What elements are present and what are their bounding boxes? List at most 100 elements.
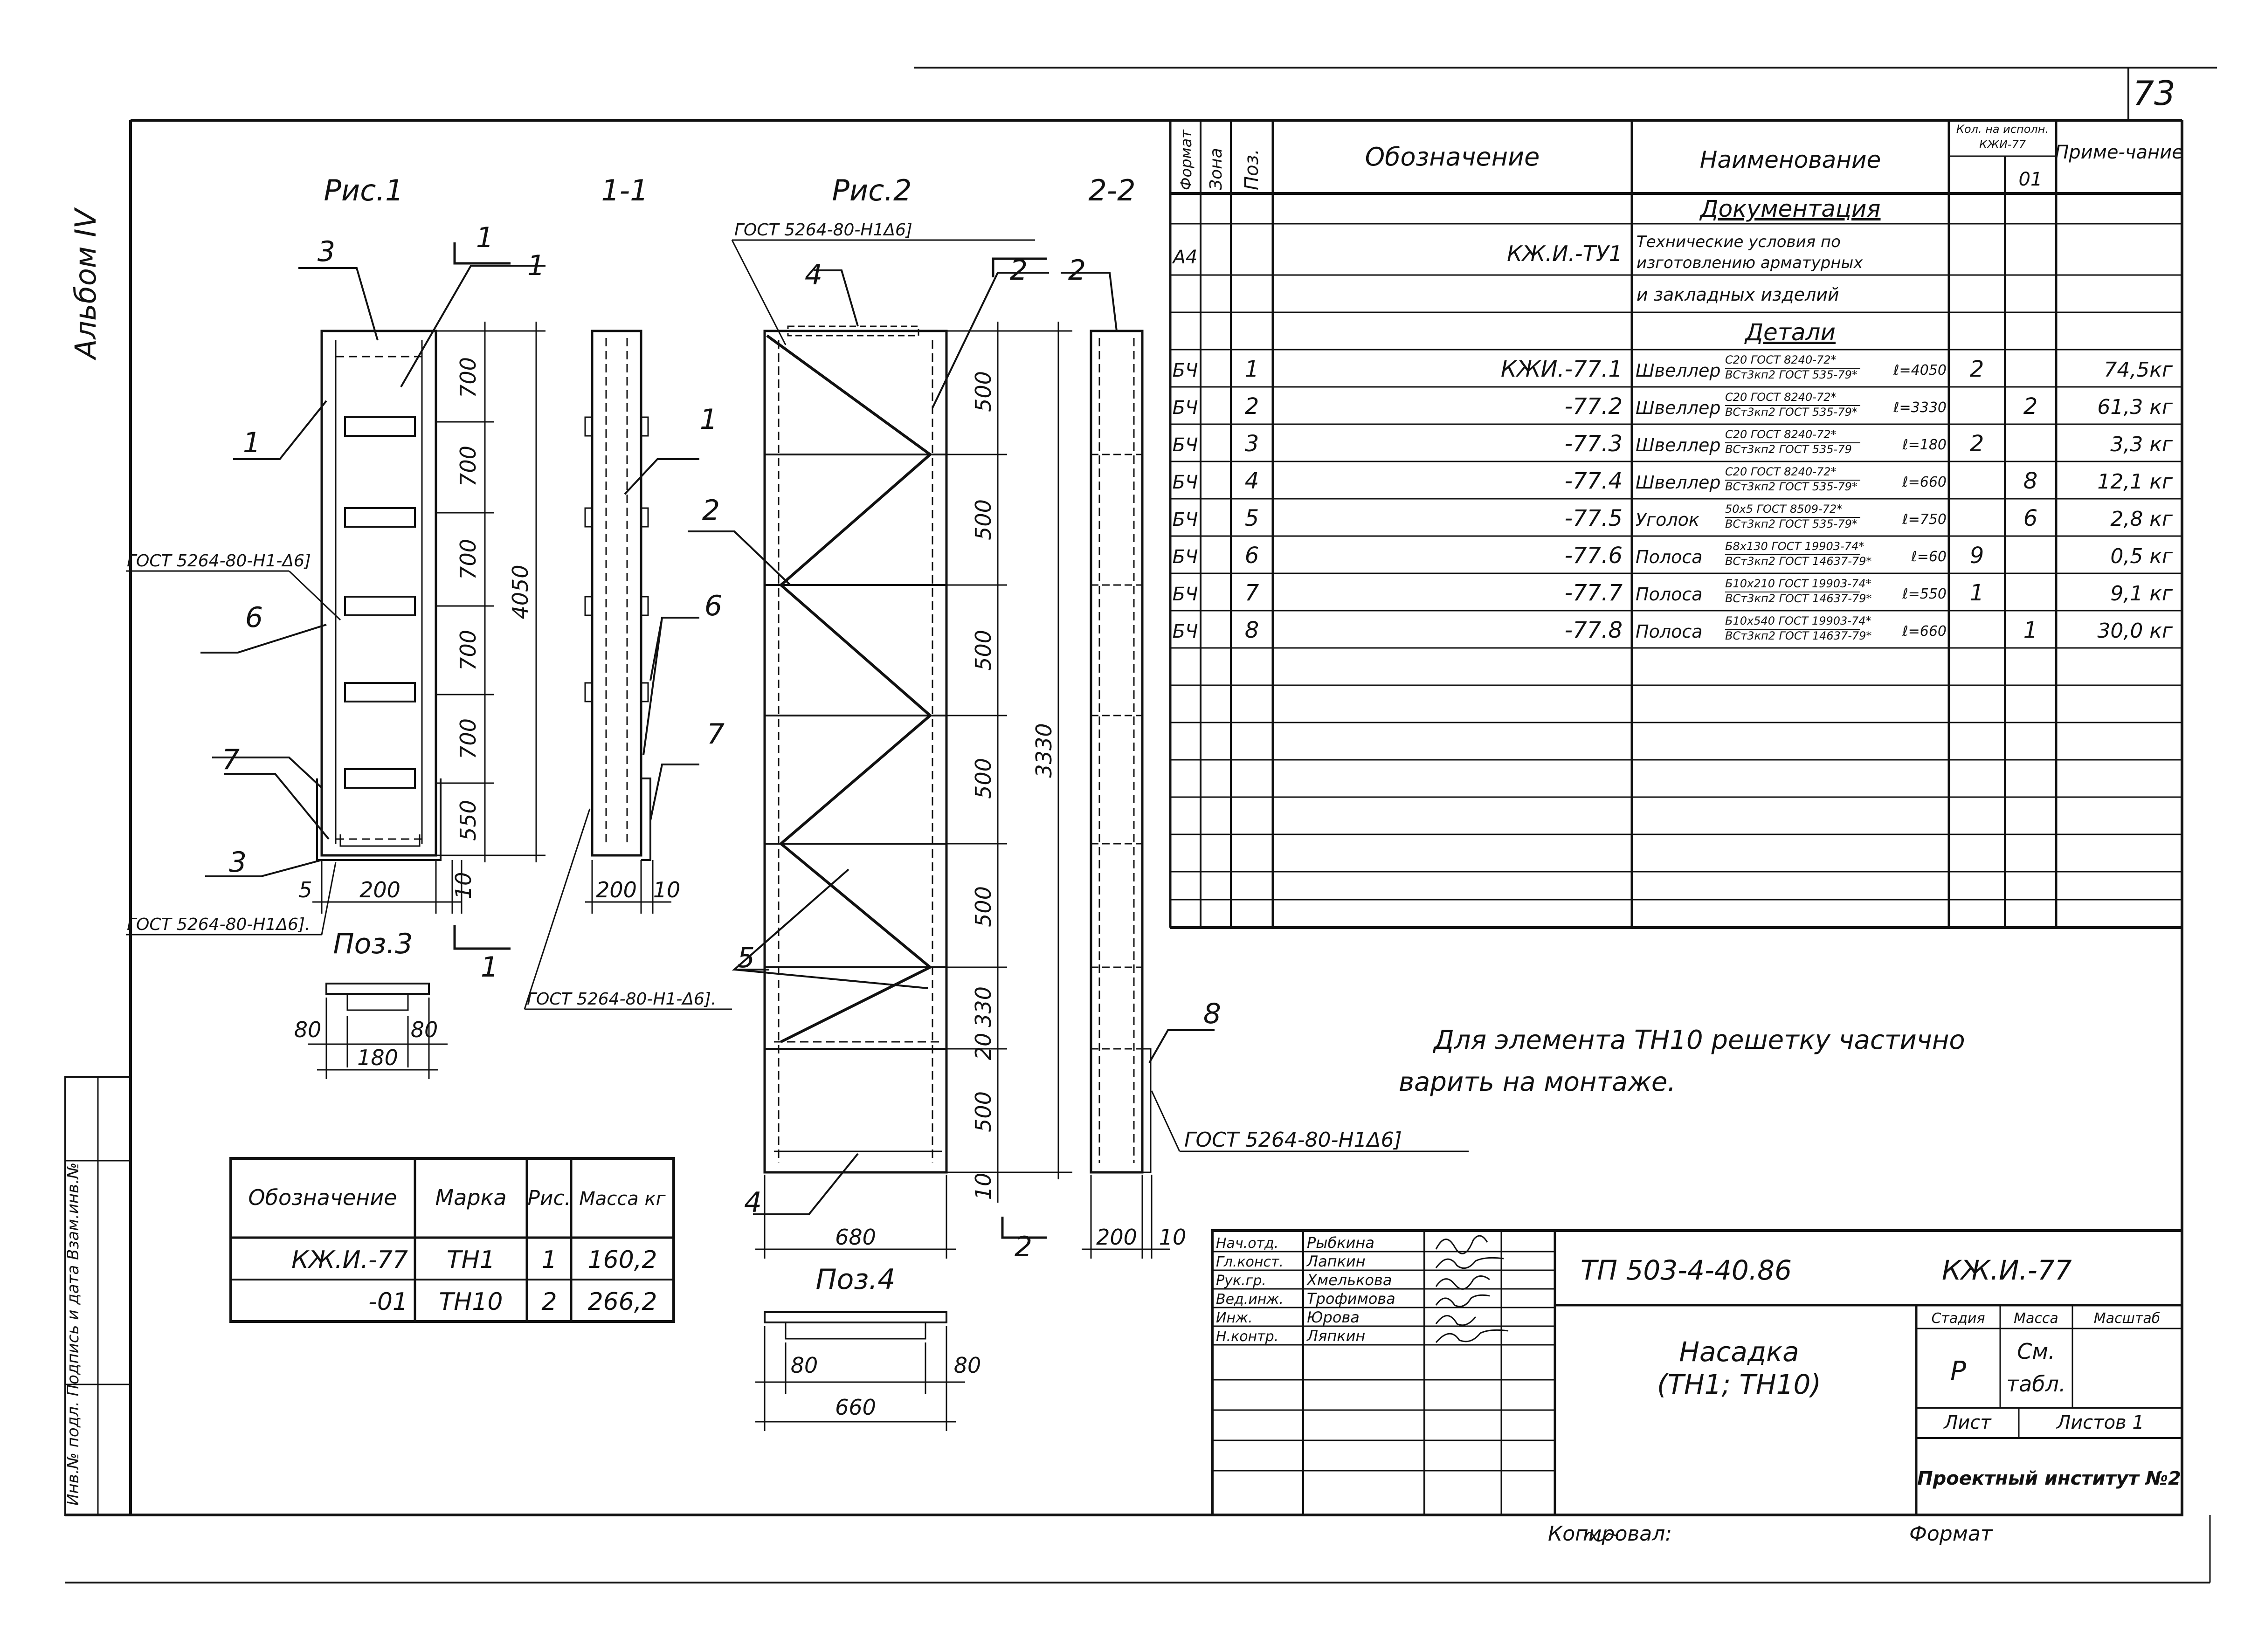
fig1-dim-700-3: 700 bbox=[456, 539, 481, 580]
spec-table-grid bbox=[1169, 120, 2182, 929]
sec11-pos6-label: 6 bbox=[704, 590, 722, 622]
fig1-width-200: 200 bbox=[359, 877, 401, 902]
spec-header-note: Приме-чание bbox=[2055, 142, 2183, 163]
title-block-roles: Нач.отд.РыбкинаГл.конст.ЛапкинРук.гр.Хме… bbox=[1216, 1234, 1395, 1345]
cut-1-bottom-label: 1 bbox=[481, 951, 498, 984]
mass-row-2-designation: -01 bbox=[368, 1288, 408, 1316]
spec-row-designation: -77.4 bbox=[1565, 468, 1623, 494]
spec-row-name: Полоса bbox=[1636, 584, 1703, 605]
spec-row-format: БЧ bbox=[1173, 397, 1198, 419]
fig2-pos4-label: 4 bbox=[805, 259, 822, 291]
pos4-dim-right: 80 bbox=[954, 1353, 981, 1378]
fig2-pos2-label-top: 2 bbox=[1068, 254, 1086, 287]
fig1-pos3-label-bottom: 3 bbox=[229, 846, 247, 879]
doc-row-name-3: и закладных изделий bbox=[1637, 284, 1839, 305]
fig2-title: Рис.2 bbox=[832, 173, 912, 207]
sec11-pos1-label: 1 bbox=[700, 403, 718, 436]
fig1-gap-10: 10 bbox=[451, 872, 476, 900]
spec-row-note: 3,3 кг bbox=[2110, 433, 2173, 456]
spec-row-length: ℓ=4050 bbox=[1893, 362, 1947, 379]
fig1-title: Рис.1 bbox=[324, 173, 404, 207]
album-label: Альбом IV bbox=[69, 206, 103, 361]
weld-note-fig1-mid: ГОСТ 5264-80-Н1-Δ6] bbox=[127, 551, 311, 571]
spec-row-note: 2,8 кг bbox=[2110, 507, 2173, 531]
tb-person: Лапкин bbox=[1306, 1253, 1366, 1270]
weld-note-top: ГОСТ 5264-80-Н1Δ6] bbox=[734, 220, 912, 240]
section-1-1-dimensions bbox=[585, 860, 671, 914]
spec-row-designation: -77.5 bbox=[1565, 505, 1623, 531]
spec-header-qty-sub: КЖИ-77 bbox=[1979, 138, 2026, 151]
spec-row-note: 30,0 кг bbox=[2097, 619, 2173, 643]
tb-mass-value-2: табл. bbox=[2006, 1371, 2065, 1397]
weld-note-right: ГОСТ 5264-80-Н1Δ6] bbox=[1184, 1128, 1402, 1152]
sec22-pos8-label: 8 bbox=[1203, 998, 1221, 1030]
mass-header-mass: Масса кг bbox=[579, 1188, 666, 1210]
doc-row-name-2: изготовлению арматурных bbox=[1637, 254, 1863, 272]
fig1-dimensions bbox=[312, 322, 546, 914]
fig1-dim-700-5: 700 bbox=[456, 718, 481, 759]
spec-row-length: ℓ=660 bbox=[1902, 474, 1947, 490]
spec-row-name: Швеллер bbox=[1636, 472, 1721, 493]
pos3-dim-right: 80 bbox=[411, 1017, 438, 1042]
tb-person: Ляпкин bbox=[1306, 1327, 1365, 1345]
pos3-dim-mid: 180 bbox=[357, 1045, 398, 1070]
tb-person: Трофимова bbox=[1307, 1290, 1395, 1308]
mass-row-1-mark: ТН1 bbox=[447, 1246, 495, 1274]
spec-row-name: Швеллер bbox=[1636, 360, 1721, 381]
fig1-dim-700-2: 700 bbox=[456, 446, 481, 487]
footer-format: Формат bbox=[1909, 1522, 1993, 1546]
mass-row-1-designation: КЖ.И.-77 bbox=[291, 1246, 408, 1274]
spec-row-format: БЧ bbox=[1173, 434, 1198, 456]
fig2-pos4-label-bottom: 4 bbox=[744, 1186, 762, 1219]
tb-role: Инж. bbox=[1216, 1310, 1253, 1326]
spec-row-pos: 7 bbox=[1245, 580, 1259, 606]
fig1-drawing bbox=[316, 330, 442, 861]
doc-row-name-1: Технические условия по bbox=[1637, 233, 1841, 251]
fig1-dim-700-4: 700 bbox=[456, 630, 481, 671]
spec-row-pos: 4 bbox=[1245, 468, 1259, 494]
spec-row-spec-bottom: ВСт3кп2 ГОСТ 14637-79* bbox=[1725, 555, 1871, 568]
cut-1-top-label: 1 bbox=[476, 221, 494, 254]
mass-row-1-fig: 1 bbox=[541, 1246, 557, 1274]
spec-row-length: ℓ=180 bbox=[1902, 437, 1947, 453]
spec-header-name: Наименование bbox=[1700, 146, 1881, 173]
spec-row-format: БЧ bbox=[1173, 584, 1198, 605]
spec-row-format: БЧ bbox=[1173, 472, 1198, 493]
spec-row-note: 74,5кг bbox=[2104, 358, 2173, 382]
tb-mass-label: Масса bbox=[2014, 1310, 2058, 1327]
spec-row-pos: 5 bbox=[1245, 505, 1259, 531]
spec-row-spec-bottom: ВСт3кп2 ГОСТ 14637-79* bbox=[1725, 592, 1871, 605]
pos3-title: Поз.3 bbox=[333, 928, 413, 960]
spec-row-format: БЧ bbox=[1173, 509, 1198, 530]
spec-row-designation: -77.8 bbox=[1565, 617, 1623, 643]
spec-row-format: БЧ bbox=[1173, 621, 1198, 642]
fig2-width-680: 680 bbox=[835, 1225, 876, 1250]
spec-row-spec-bottom: ВСт3кп2 ГОСТ 535-79* bbox=[1725, 406, 1857, 419]
spec-row-qty-01: 6 bbox=[2023, 505, 2038, 531]
section-2-2-dimensions bbox=[1082, 1175, 1170, 1259]
tb-title-1: Насадка bbox=[1679, 1336, 1799, 1368]
fig2-dim-3330: 3330 bbox=[1031, 723, 1056, 778]
mass-row-2-mark: ТН10 bbox=[439, 1288, 503, 1316]
spec-row-qty: 2 bbox=[1970, 356, 1984, 382]
leader-lines bbox=[200, 265, 1215, 1215]
fig1-pos6-label: 6 bbox=[245, 601, 263, 634]
spec-row-designation: -77.2 bbox=[1565, 393, 1623, 420]
cut-2-bottom-label: 2 bbox=[1015, 1231, 1032, 1263]
fig2-dim-500-6: 500 bbox=[971, 1091, 996, 1132]
spec-header-format: Формат bbox=[1177, 129, 1195, 190]
spec-row-name: Уголок bbox=[1636, 509, 1699, 530]
fig1-pos1-label-top: 1 bbox=[527, 249, 545, 282]
note-line-1: Для элемента ТН10 решетку частично bbox=[1432, 1025, 1965, 1055]
tb-role: Нач.отд. bbox=[1216, 1235, 1278, 1252]
pos3-dim-left: 80 bbox=[294, 1017, 322, 1042]
spec-row-qty: 1 bbox=[1970, 580, 1984, 606]
spec-header-zone: Зона bbox=[1207, 148, 1226, 190]
spec-row-spec-bottom: ВСт3кп2 ГОСТ 535-79* bbox=[1725, 368, 1857, 381]
side-stamp-text: Инв.№ подл. Подпись и дата Взам.инв.№ bbox=[64, 1163, 83, 1506]
fig2-dim-500-1: 500 bbox=[971, 371, 996, 412]
weld-note-underlines bbox=[126, 239, 1469, 1152]
fig2-dim-330: 330 bbox=[971, 986, 996, 1027]
spec-row-designation: -77.6 bbox=[1565, 543, 1623, 569]
